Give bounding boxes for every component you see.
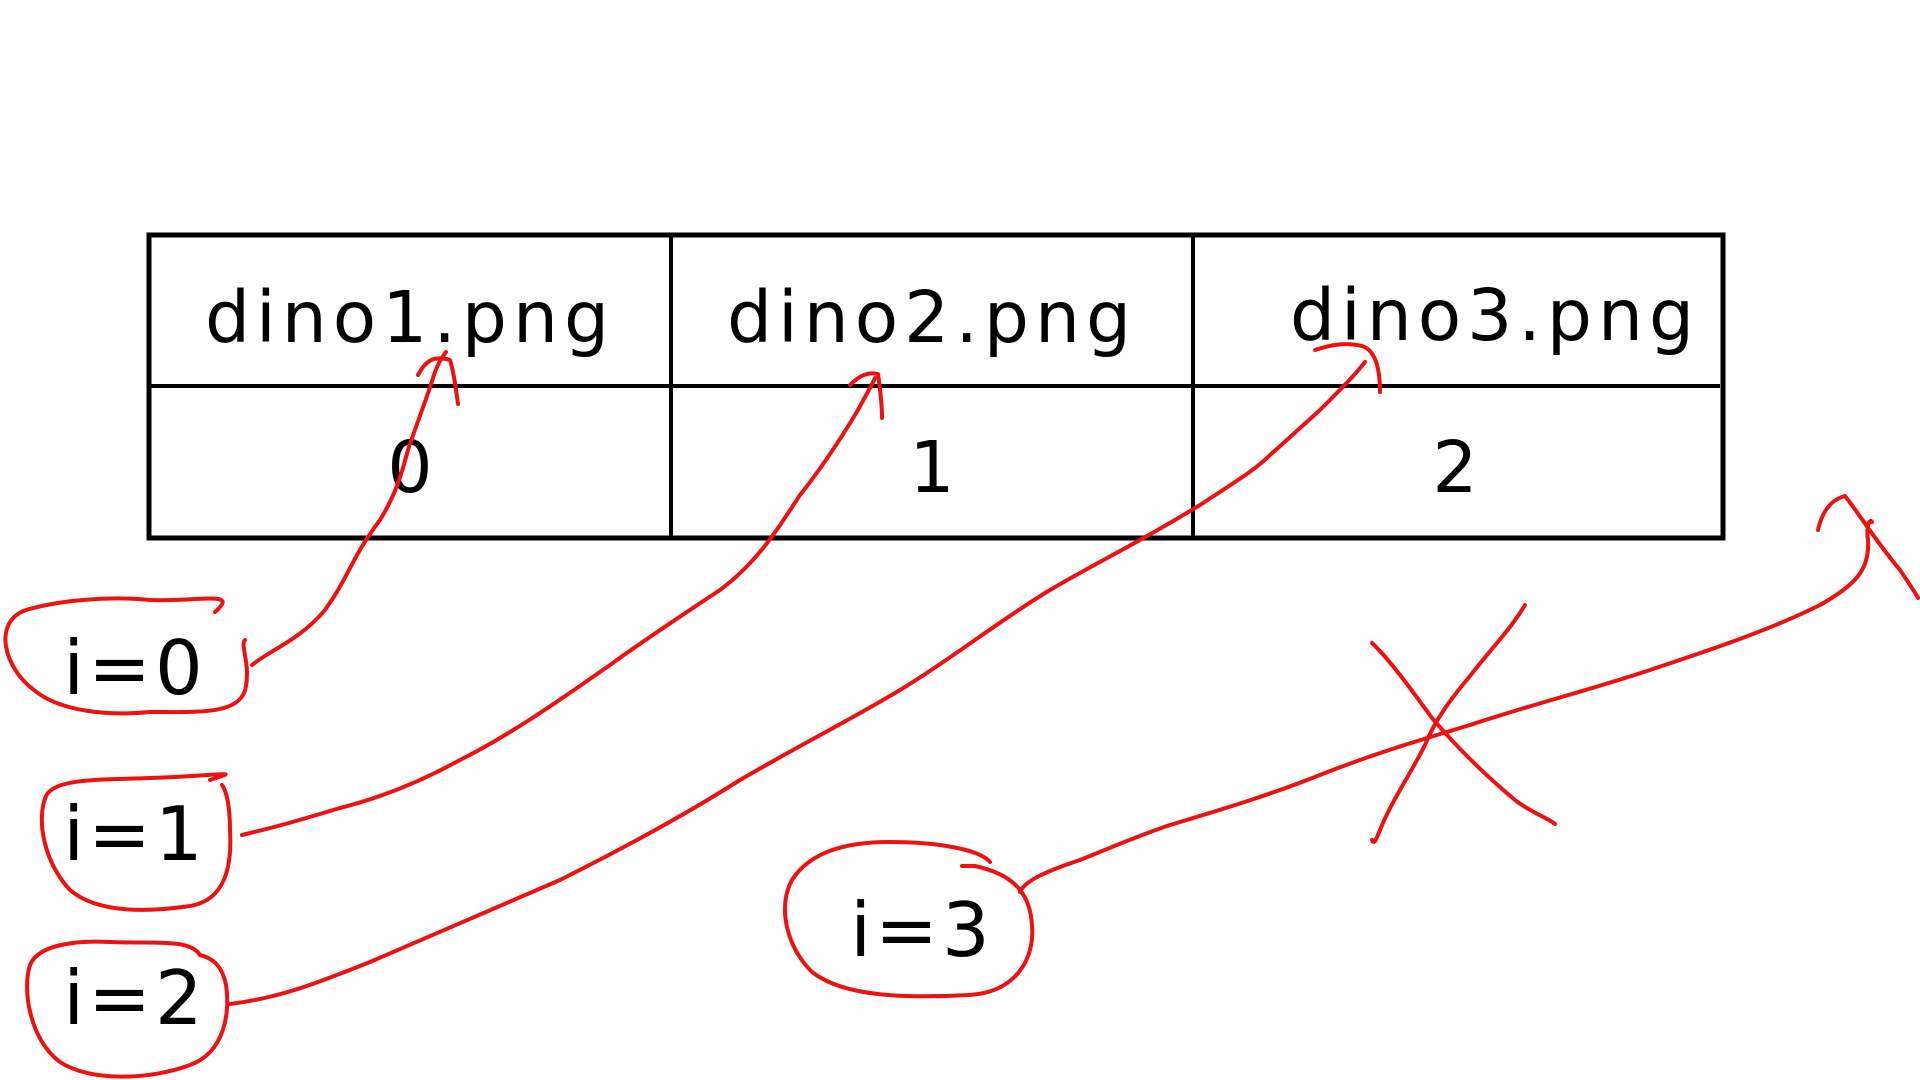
label-i-1: i=1: [63, 790, 206, 878]
label-i-2: i=2: [63, 954, 206, 1042]
arrow-i-3-out-of-bounds: [1018, 519, 1874, 894]
circle-i-1: [39, 772, 233, 912]
handwritten-annotations: [3, 342, 1920, 1079]
array-table: dino1.png dino2.png dino3.png 0 1 2: [146, 232, 1726, 541]
label-i-3: i=3: [850, 886, 993, 974]
circle-i-3: [783, 840, 1035, 999]
cross-mark-line-2: [1370, 603, 1527, 844]
index-cell-2: 2: [1432, 426, 1477, 509]
arrowhead-i-0: [416, 356, 460, 406]
loop-labels: i=0 i=1 i=2 i=3: [63, 624, 993, 1042]
filename-cell-1: dino1.png: [205, 276, 615, 359]
arrow-i-2-to-index-2: [228, 360, 1367, 1006]
filename-cell-2: dino2.png: [727, 276, 1137, 359]
arrow-i-1-to-index-1: [240, 376, 877, 837]
arrowhead-i-2: [1313, 342, 1382, 394]
circle-i-0: [3, 596, 249, 716]
cross-mark-line-1: [1370, 641, 1557, 826]
arrowhead-i-1: [848, 371, 884, 420]
arrow-i-0-to-index-0: [250, 350, 448, 667]
arrowhead-i-3: [1816, 494, 1920, 600]
circle-i-2: [25, 939, 230, 1079]
index-cell-1: 1: [909, 426, 954, 509]
label-i-0: i=0: [63, 624, 206, 712]
